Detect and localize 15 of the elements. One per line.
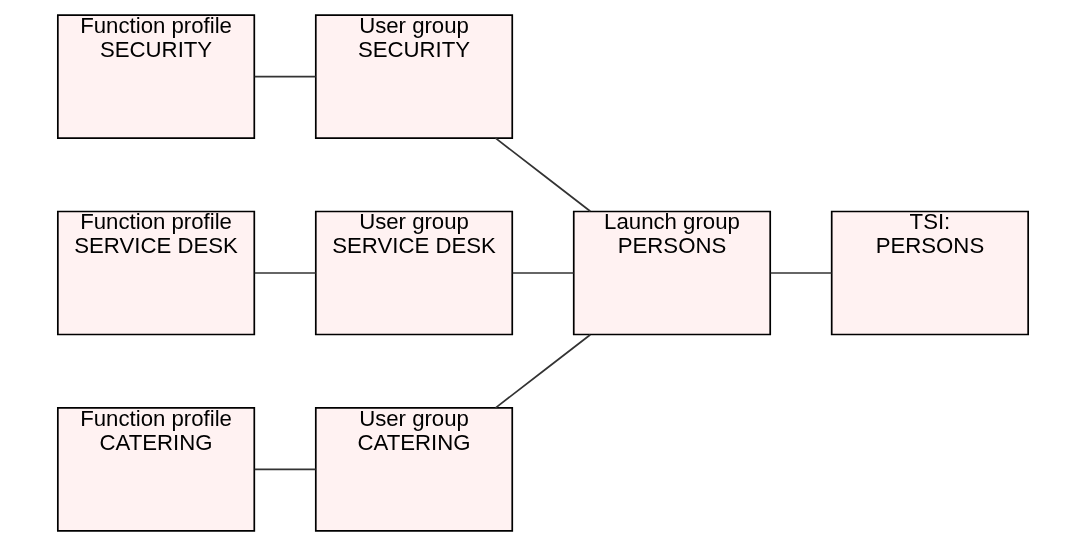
node-box: User group SERVICE DESK [314,210,514,336]
node-box: User group SECURITY [314,14,514,139]
connector [511,272,575,274]
connector [253,75,317,78]
node-box: Function profile SERVICE DESK [56,210,256,336]
node-box: TSI: PERSONS [830,210,1030,336]
connector [769,272,833,274]
connector [253,468,317,471]
connector [494,137,592,213]
node-box: User group CATERING [314,407,514,532]
connector [253,272,317,274]
connector [494,333,592,409]
node-box: Launch group PERSONS [572,210,772,336]
node-box: Function profile CATERING [56,407,256,532]
node-box: Function profile SECURITY [56,14,256,139]
